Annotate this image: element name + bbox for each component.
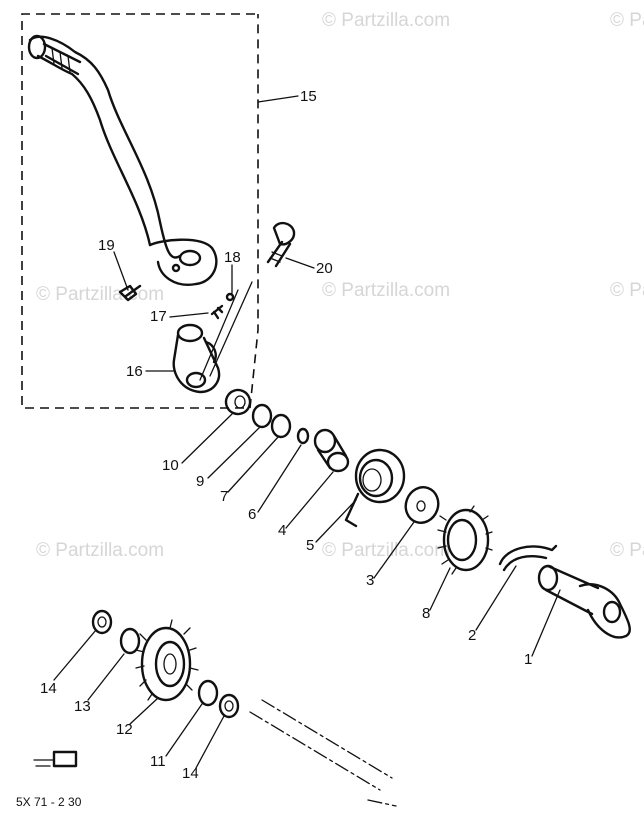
label-20: 20 — [316, 260, 333, 277]
label-17: 17 — [150, 308, 167, 325]
label-9: 9 — [196, 473, 204, 490]
part-labels: 15 19 18 20 17 16 10 9 7 6 4 5 3 8 2 1 1… — [40, 88, 532, 782]
part-10-washer — [224, 388, 252, 416]
part-3-washer — [404, 486, 440, 524]
part-11-ring — [197, 679, 219, 707]
label-14-lower: 14 — [182, 765, 199, 782]
part-16-kick-boss — [172, 323, 221, 394]
watermark-mid-left: © Partzilla.com — [36, 284, 164, 305]
label-10: 10 — [162, 457, 179, 474]
label-1: 1 — [524, 651, 532, 668]
label-16: 16 — [126, 363, 143, 380]
part-12-gear — [135, 619, 199, 702]
part-7-ring — [270, 413, 292, 439]
small-bracket-detail — [33, 750, 78, 768]
watermark-low-center: © Partzilla.com — [322, 540, 450, 561]
label-7: 7 — [220, 488, 228, 505]
part-18-ball — [225, 292, 235, 302]
label-14-upper: 14 — [40, 680, 57, 697]
watermark-top-right: © Partzilla.com — [322, 10, 450, 31]
label-11: 11 — [150, 753, 166, 770]
watermark-low-left: © Partzilla.com — [36, 540, 164, 561]
label-4: 4 — [278, 522, 286, 539]
label-15: 15 — [300, 88, 317, 105]
label-18: 18 — [224, 249, 241, 266]
part-1-kick-shaft — [537, 564, 631, 639]
label-6: 6 — [248, 506, 256, 523]
part-13-ring — [119, 627, 141, 655]
kick-lever-arm — [27, 34, 218, 286]
part-14-washer-upper — [91, 609, 113, 635]
label-19: 19 — [98, 237, 115, 254]
part-17-spring — [210, 304, 224, 320]
label-12: 12 — [116, 721, 133, 738]
label-13: 13 — [74, 698, 91, 715]
drawing-code: 5X 71 - 2 30 — [16, 795, 82, 809]
watermark-mid-center: © Partzilla.com — [322, 280, 450, 301]
watermark-edge-top: © Partzilla.com — [610, 10, 644, 31]
part-20-bolt — [266, 221, 296, 268]
label-3: 3 — [366, 572, 374, 589]
label-5: 5 — [306, 537, 314, 554]
assembly-boundary — [21, 13, 259, 409]
leader-lines — [53, 95, 561, 769]
part-5-spring — [344, 448, 406, 528]
part-9-ring — [251, 403, 273, 429]
watermark-edge-low: © Partzilla.com — [610, 540, 644, 561]
phantom-shaft-outline — [249, 699, 397, 807]
part-14-washer-lower — [218, 693, 240, 719]
label-2: 2 — [468, 627, 476, 644]
label-8: 8 — [422, 605, 430, 622]
part-2-clip — [498, 544, 558, 572]
shaft-centerline — [199, 281, 253, 381]
part-8-gear — [437, 505, 493, 575]
watermark-edge-mid: © Partzilla.com — [610, 280, 644, 301]
watermarks: © Partzilla.com © Partzilla.com © Partzi… — [36, 10, 644, 561]
part-6-collar — [313, 428, 350, 473]
part-4-clip — [296, 427, 310, 445]
